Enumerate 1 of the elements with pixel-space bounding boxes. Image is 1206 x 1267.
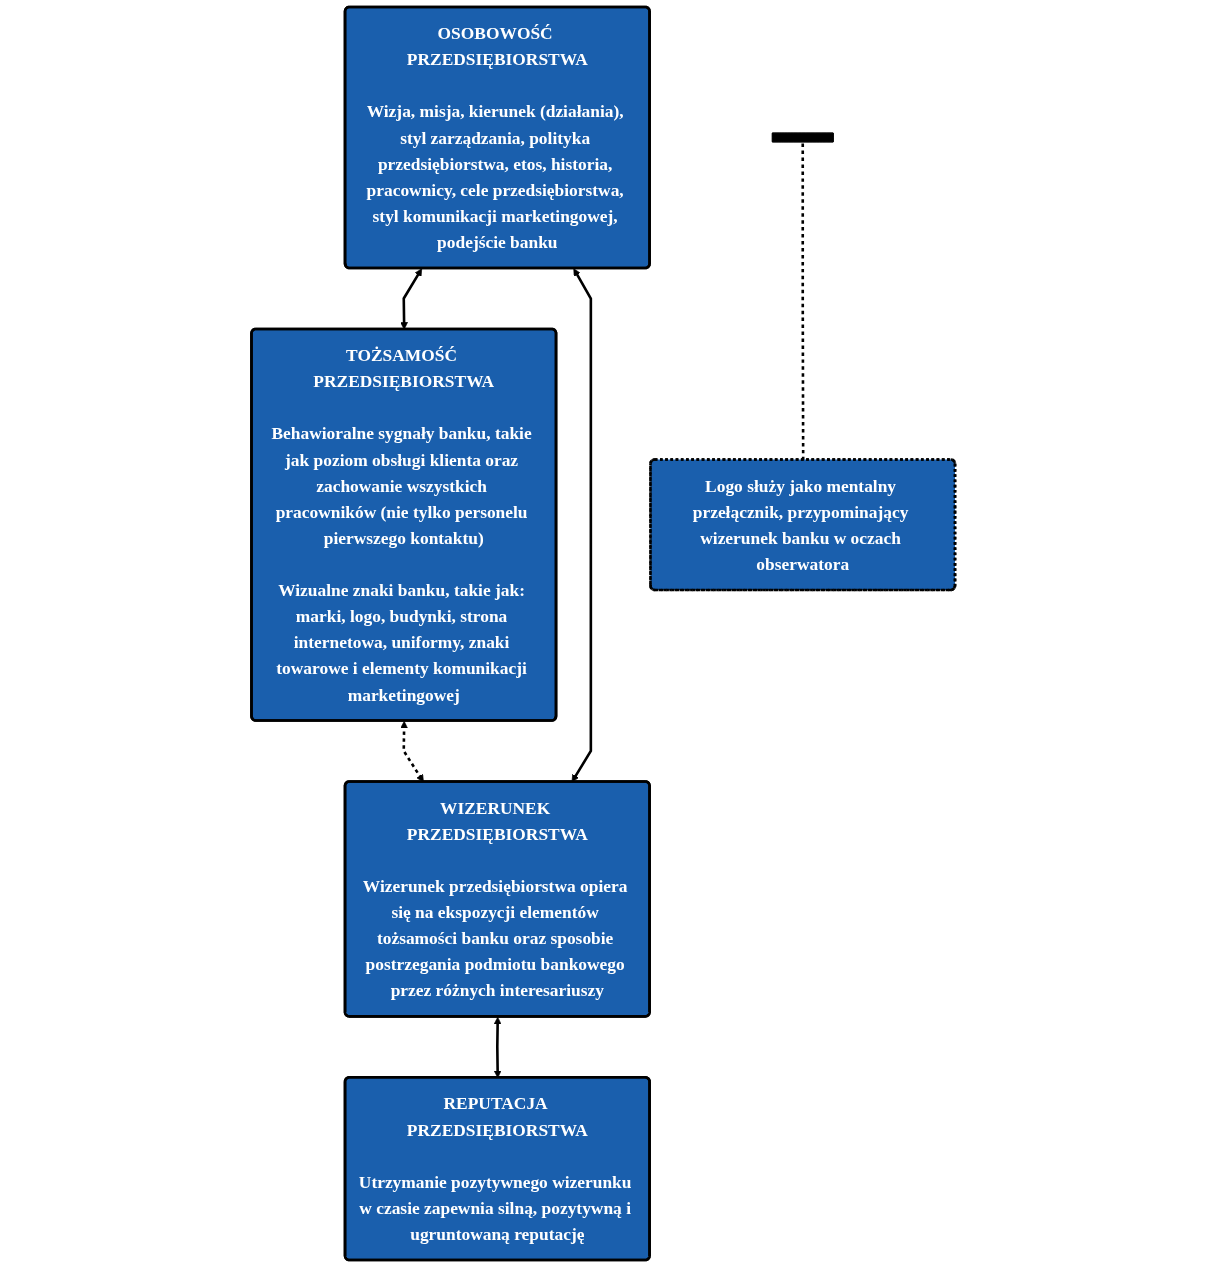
connector bbox=[801, 143, 805, 460]
